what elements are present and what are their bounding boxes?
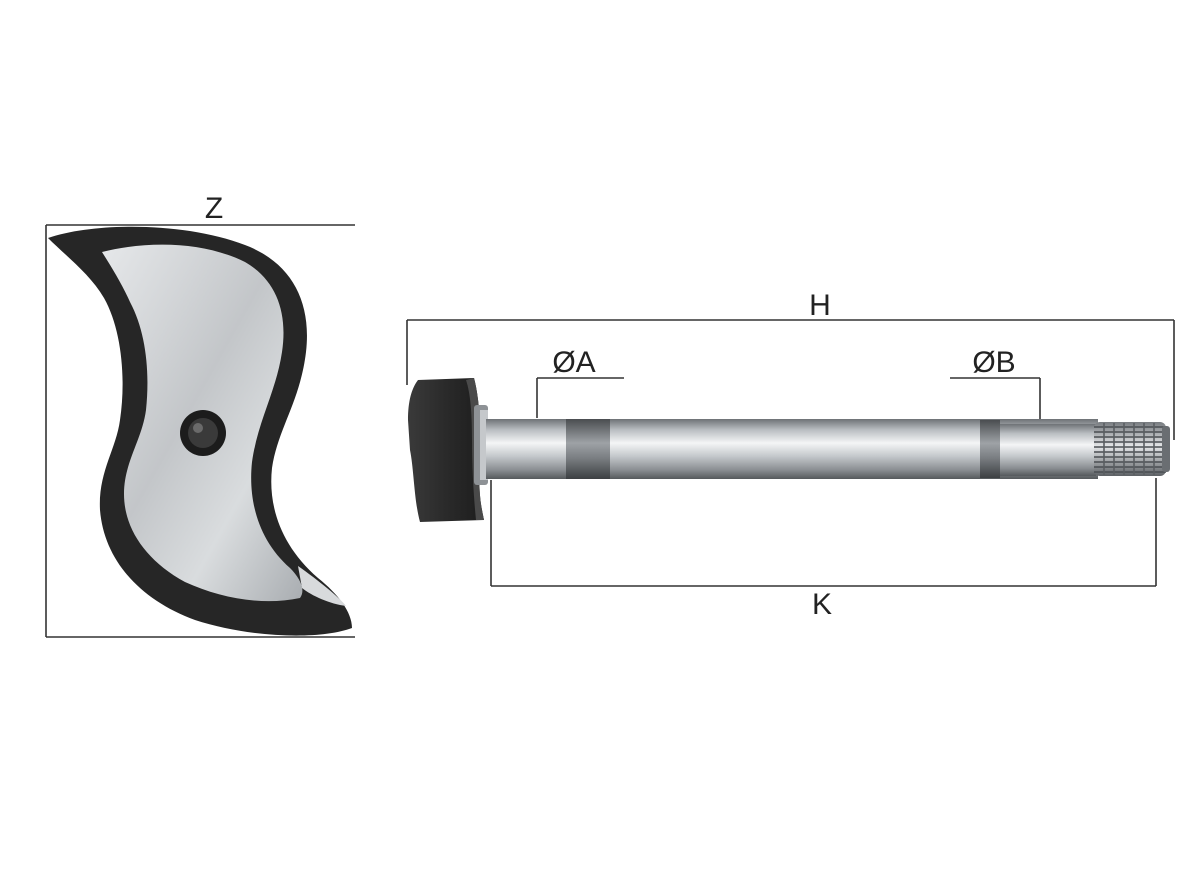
shaft-band-a — [566, 419, 610, 479]
center-bolt-highlight — [193, 423, 203, 433]
diameter-a-label: ØA — [552, 346, 595, 379]
head-collar-highlight — [480, 410, 488, 480]
z-label: Z — [205, 192, 223, 225]
s-cam-tip-highlight — [298, 566, 346, 606]
shaft-step — [1000, 424, 1096, 476]
camshaft-side-view: H ØA ØB K — [406, 289, 1175, 621]
spline-vertical-ridges — [1103, 423, 1155, 475]
diameter-b-label: ØB — [972, 346, 1015, 379]
spline-tip — [1162, 426, 1170, 472]
spline-end — [1094, 422, 1170, 476]
h-label: H — [809, 289, 831, 322]
shaft-band-b — [980, 420, 1000, 478]
cam-head-side — [408, 378, 484, 522]
center-bolt-inner — [188, 418, 218, 448]
k-label: K — [812, 588, 832, 621]
s-cam-view: Z — [45, 192, 355, 638]
